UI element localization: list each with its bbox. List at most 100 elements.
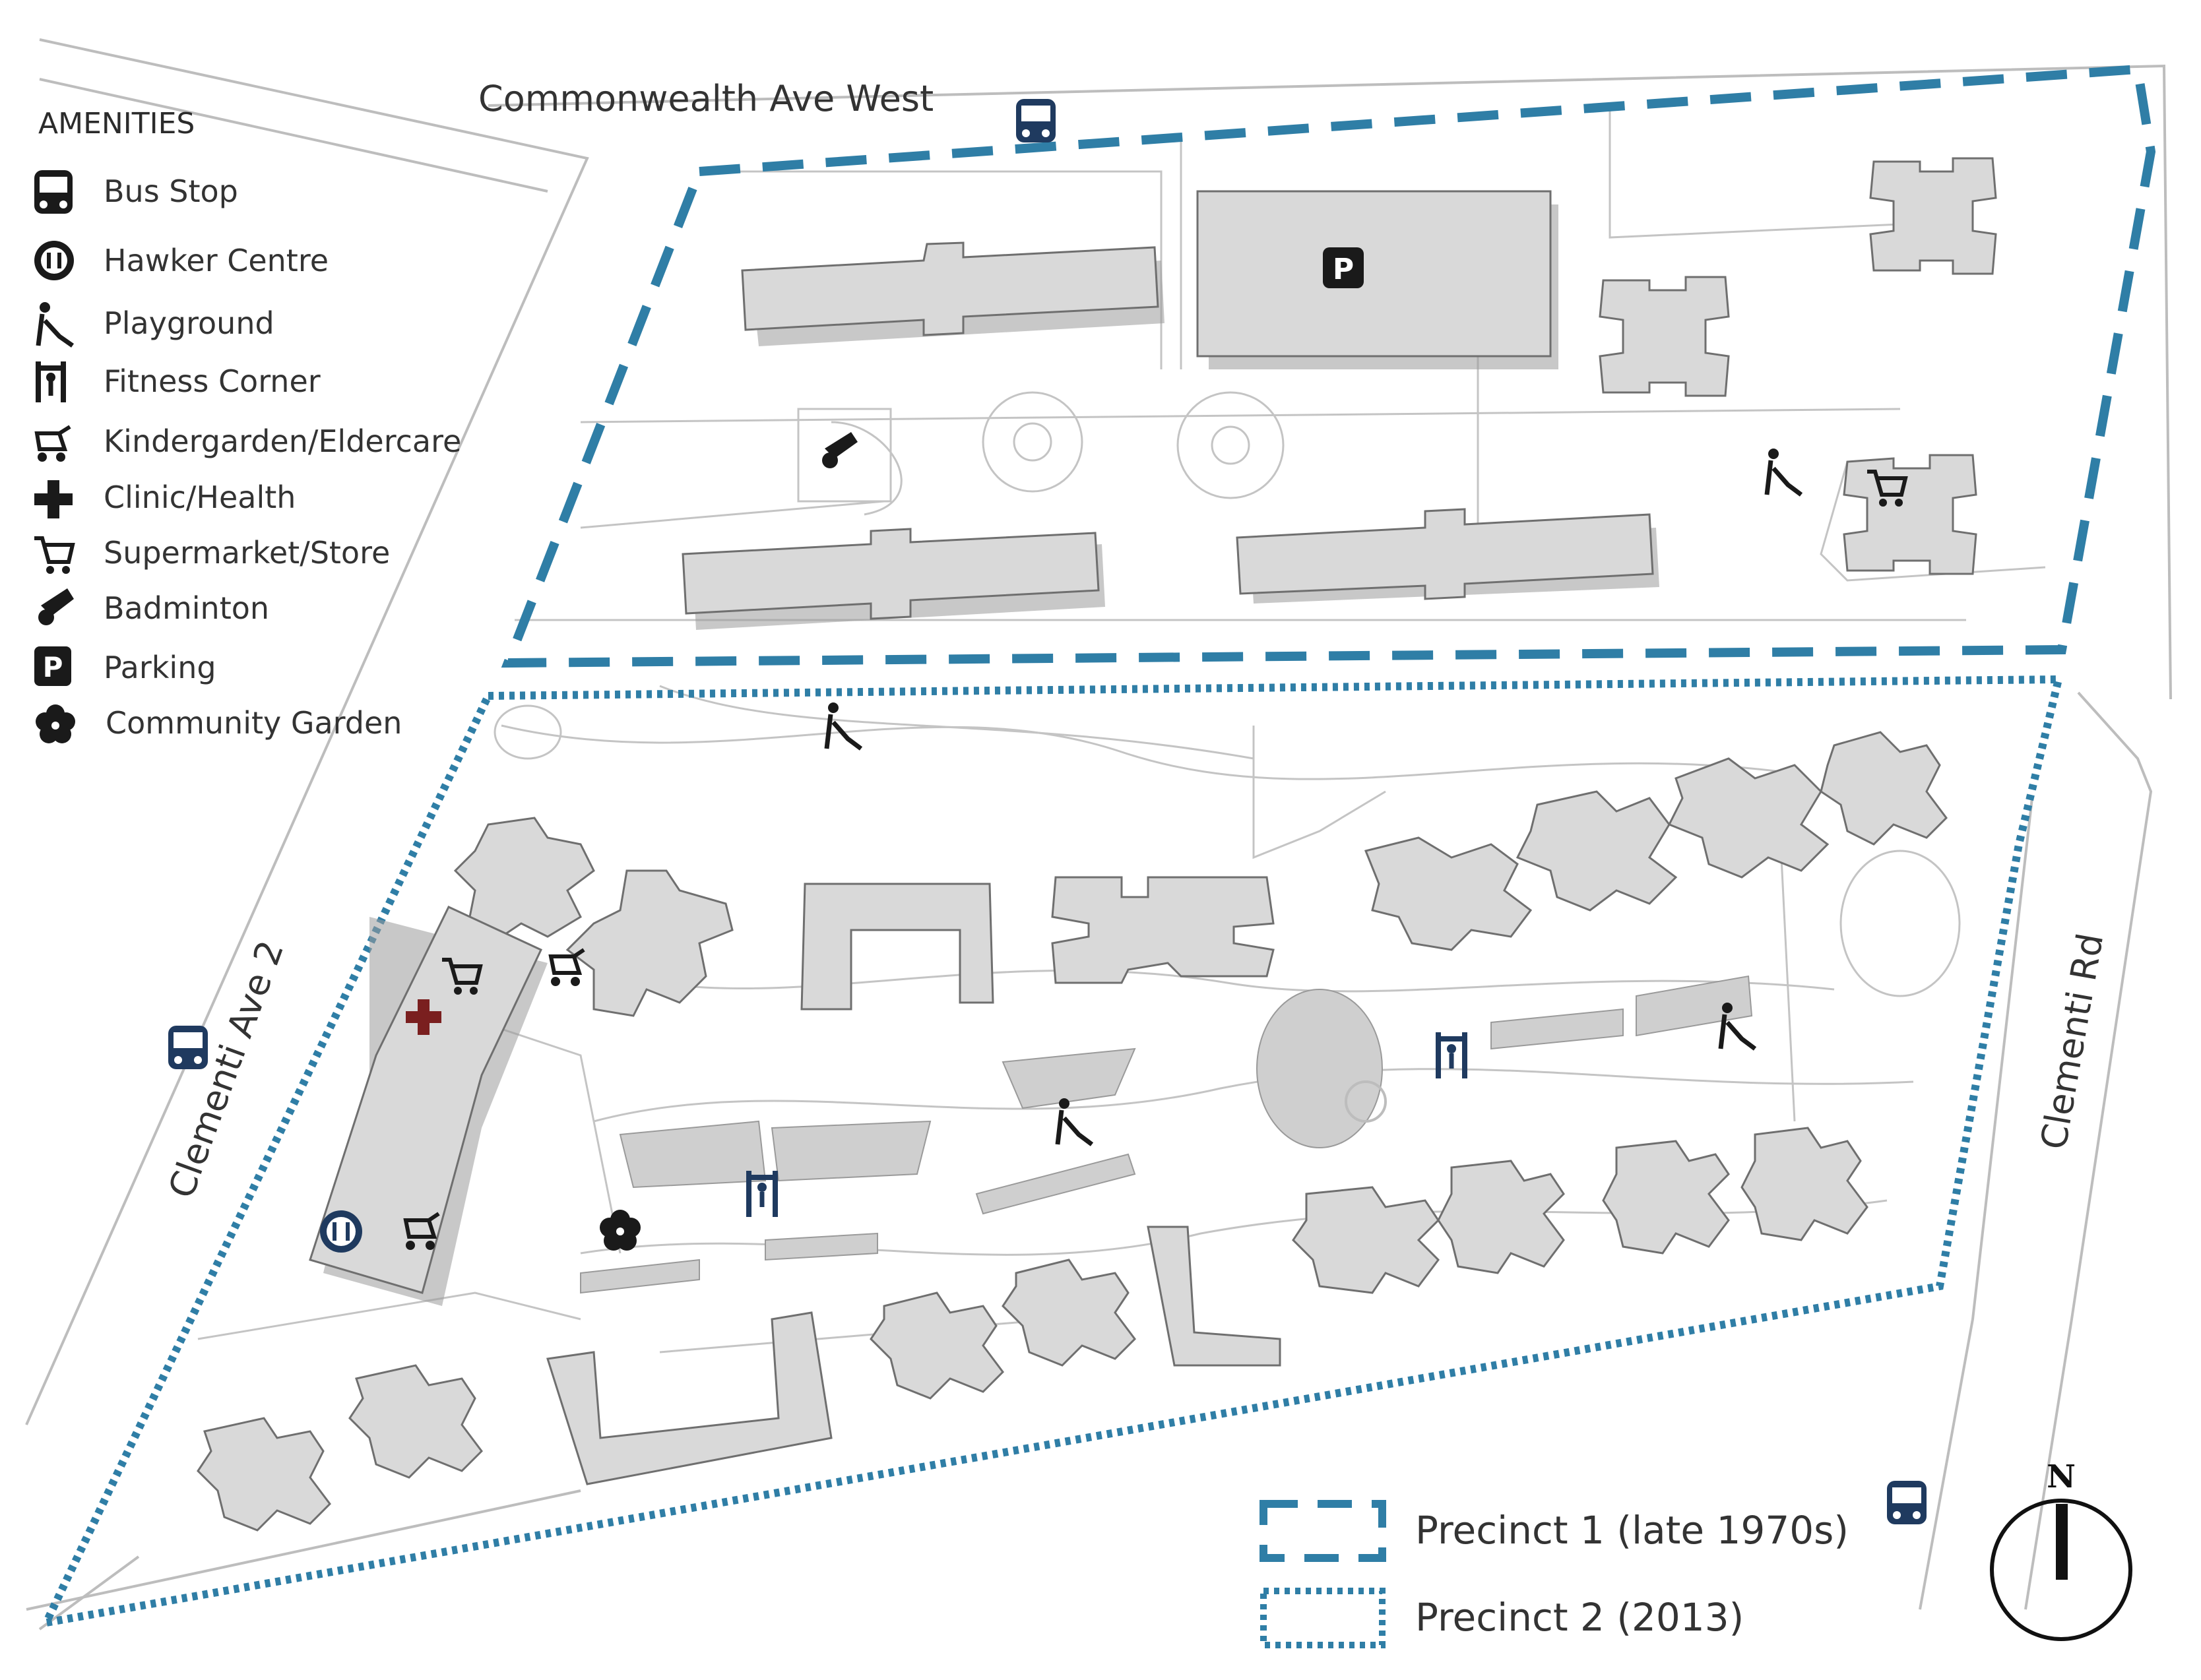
legend-label: Community Garden — [106, 705, 402, 741]
kindergarden-eldercare-icon — [548, 948, 585, 986]
road-label-north: Commonwealth Ave West — [478, 78, 934, 119]
legend-item-hawker-centre: Hawker Centre — [34, 241, 329, 280]
point-block-p1-a — [1869, 157, 1997, 275]
legend-label: Hawker Centre — [104, 243, 329, 278]
point-block-p2-ne-3 — [1667, 757, 1830, 879]
bus-stop-icon — [1016, 99, 1056, 142]
badminton-icon — [822, 432, 858, 468]
central-plaza — [1256, 989, 1383, 1148]
bus-stop-icon — [34, 170, 73, 214]
amenities-legend: AMENITIES Bus Stop Hawker Centre Playgro… — [34, 107, 461, 743]
parking-icon: P — [34, 646, 71, 686]
point-block-p1-c — [1843, 454, 1977, 575]
point-block-p2-se-4 — [1740, 1127, 1868, 1241]
court-east-1 — [1490, 1008, 1624, 1050]
multi-storey-carpark — [1196, 190, 1552, 358]
legend-label: Playground — [104, 305, 274, 341]
community-garden-icon — [600, 1210, 641, 1251]
kindergarden-eldercare-icon — [403, 1212, 440, 1250]
playground-icon — [1055, 1098, 1094, 1146]
court-strip-1 — [580, 1259, 700, 1294]
parking-icon: P — [1323, 247, 1364, 288]
supermarket-store-icon — [34, 536, 75, 574]
hawker-centre-icon — [34, 241, 74, 280]
fitness-corner-icon — [746, 1171, 778, 1217]
playground-icon — [1764, 449, 1803, 497]
legend-label: Bus Stop — [104, 173, 238, 209]
north-arrow: N — [1990, 1458, 2132, 1641]
legend-label: Supermarket/Store — [104, 535, 390, 571]
legend-label: Parking — [104, 650, 216, 685]
point-block-p2-s-1 — [870, 1291, 1004, 1400]
point-block-p2-c-1 — [1051, 876, 1275, 984]
playground-icon — [1718, 1003, 1757, 1051]
legend-item-supermarket-store: Supermarket/Store — [34, 535, 390, 574]
point-block-p2-ne-1 — [1364, 836, 1533, 951]
point-block-p2-nw-2 — [565, 869, 734, 1017]
point-block-p2-se-1 — [1292, 1186, 1440, 1294]
precinct-key: Precinct 1 (late 1970s) Precinct 2 (2013… — [1260, 1500, 1849, 1648]
clinic-health-icon — [406, 999, 441, 1035]
north-label: N — [2047, 1458, 2076, 1495]
block-p2-u-shape — [800, 883, 994, 1011]
supermarket-store-icon — [1867, 470, 1908, 507]
block-p1-south-west — [682, 528, 1100, 620]
precinct-2-boundary — [39, 675, 2064, 1628]
compass-circle — [1990, 1499, 2132, 1641]
precinct-boundaries — [39, 64, 2156, 1628]
open-field-west — [619, 1120, 767, 1189]
legend-item-clinic-health: Clinic/Health — [34, 480, 296, 518]
map-amenity-icons: P — [168, 99, 1927, 1524]
precinct-2-key: Precinct 2 (2013) — [1260, 1588, 1744, 1648]
block-p1-north-west — [741, 241, 1159, 336]
svg-text:P: P — [1333, 253, 1354, 286]
legend-item-fitness-corner: Fitness Corner — [36, 361, 321, 402]
playground-icon — [36, 302, 75, 348]
point-block-p2-ne-4 — [1820, 731, 1948, 846]
point-block-p2-se-2 — [1437, 1160, 1565, 1274]
point-block-p2-nw-1 — [453, 817, 595, 938]
legend-title: AMENITIES — [38, 107, 195, 140]
bus-stop-icon — [168, 1026, 208, 1069]
precinct-2-label: Precinct 2 (2013) — [1415, 1595, 1744, 1640]
kindergarden-eldercare-icon — [34, 425, 71, 462]
court-strip-2 — [765, 1232, 878, 1261]
supermarket-store-icon — [442, 958, 483, 995]
north-needle — [2056, 1504, 2068, 1580]
fitness-corner-icon — [36, 361, 66, 402]
clinic-health-icon — [34, 480, 73, 518]
legend-label: Badminton — [104, 590, 269, 626]
buildings — [197, 157, 1997, 1532]
legend-item-bus-stop: Bus Stop — [34, 170, 238, 214]
road-label-east: Clementi Rd — [2033, 930, 2112, 1152]
community-garden-icon — [36, 704, 75, 743]
open-field-central — [771, 1120, 932, 1182]
legend-item-community-garden: Community Garden — [36, 704, 402, 743]
court-east-2 — [1636, 975, 1753, 1037]
legend-item-parking: P Parking — [34, 646, 216, 686]
block-p1-south-east — [1236, 508, 1654, 600]
fitness-corner-icon — [1436, 1032, 1467, 1078]
hawker-centre-complex — [309, 906, 543, 1294]
playground-icon — [824, 702, 863, 751]
precinct-1-boundary — [501, 64, 2156, 668]
precinct-1-label: Precinct 1 (late 1970s) — [1415, 1508, 1849, 1553]
court-strip-3 — [975, 1153, 1136, 1215]
legend-item-badminton: Badminton — [38, 588, 269, 626]
point-block-p2-ne-2 — [1515, 790, 1678, 912]
precinct-1-key: Precinct 1 (late 1970s) — [1260, 1500, 1849, 1562]
point-block-p2-sw-2 — [348, 1364, 483, 1479]
block-p2-south-u — [546, 1311, 833, 1485]
legend-label: Fitness Corner — [104, 363, 321, 399]
point-block-p1-b — [1599, 276, 1730, 397]
badminton-icon — [38, 588, 74, 625]
point-block-p2-s-2 — [1002, 1259, 1136, 1367]
hawker-centre-icon — [320, 1210, 362, 1253]
legend-item-kindergarden-eldercare: Kindergarden/Eldercare — [34, 423, 461, 462]
court-central — [1002, 1047, 1136, 1109]
block-p2-l-shape — [1147, 1226, 1281, 1367]
legend-item-playground: Playground — [36, 302, 274, 348]
legend-label: Kindergarden/Eldercare — [104, 423, 461, 459]
point-block-p2-sw-1 — [197, 1417, 331, 1532]
